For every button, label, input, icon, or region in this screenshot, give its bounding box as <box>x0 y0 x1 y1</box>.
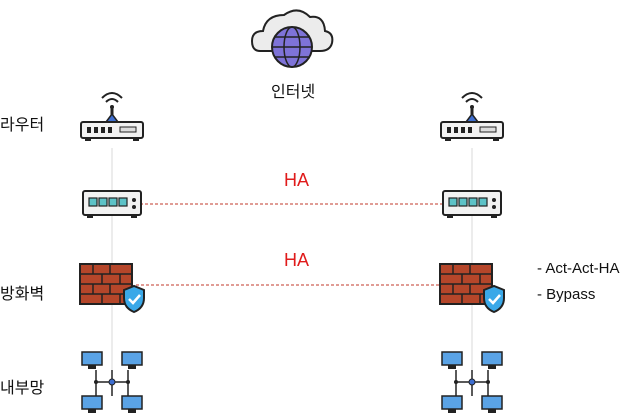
switch-icon-right <box>442 190 502 219</box>
firewall-ha-label: HA <box>284 250 310 270</box>
cloud-globe-icon <box>250 9 334 68</box>
internal-network-label: 내부망 <box>0 378 45 397</box>
firewall-icon-right <box>438 262 506 314</box>
firewall-icon-left <box>78 262 146 314</box>
router-icon-left <box>80 92 144 142</box>
firewall-note-act-act-ha: - Act-Act-HA <box>537 260 620 277</box>
firewall-label: 방화벽 <box>0 284 45 303</box>
switch-ha-label: HA <box>284 170 310 190</box>
router-label: 라우터 <box>0 115 45 134</box>
switch-icon-left <box>82 190 142 219</box>
firewall-note-bypass: - Bypass <box>537 286 596 303</box>
router-icon-right <box>440 92 504 142</box>
internet-label: 인터넷 <box>271 82 316 101</box>
